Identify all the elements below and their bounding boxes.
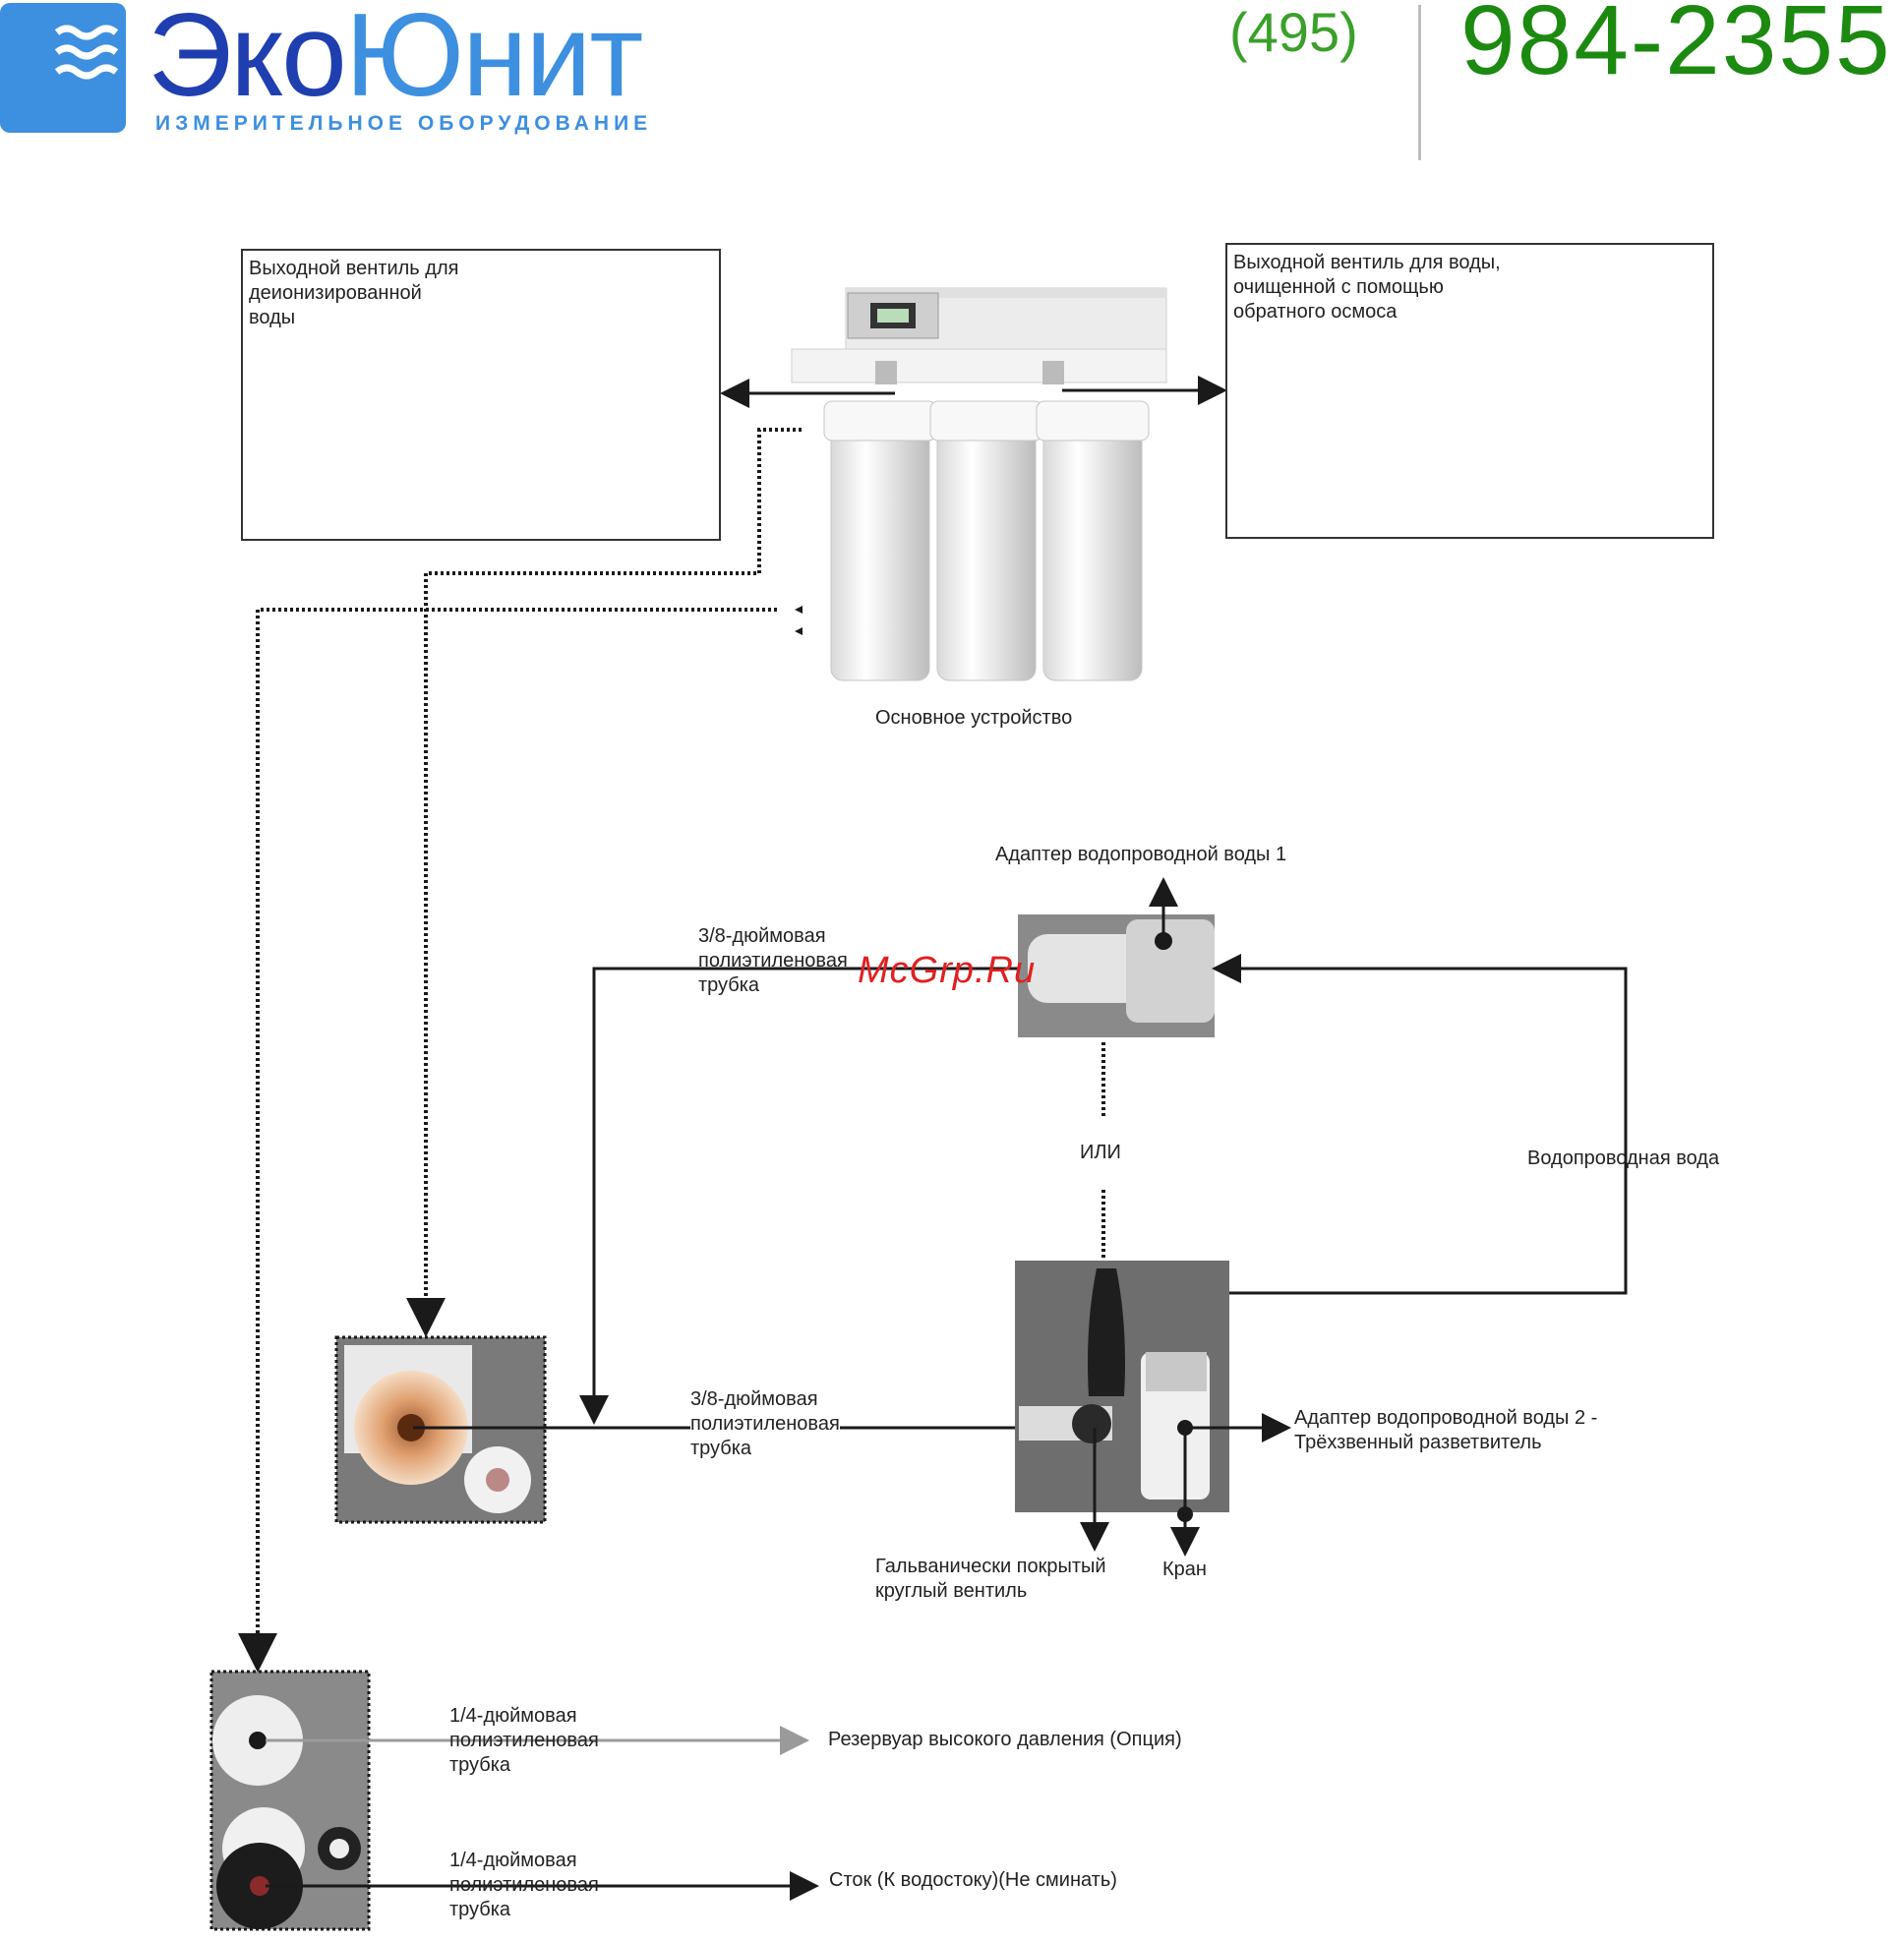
tube-38-top-label: 3/8-дюймовая полиэтиленовая трубка (698, 925, 848, 996)
or-label: ИЛИ (1080, 1142, 1121, 1163)
tank-label: Резервуар высокого давления (Опция) (828, 1729, 1182, 1750)
main-unit (791, 287, 1167, 681)
faucet-label: Кран (1162, 1559, 1207, 1580)
phone-code: (495) (1229, 1, 1358, 63)
outlet-ro-label: Выходной вентиль для воды, очищенной с п… (1233, 252, 1501, 323)
tube-14-bottom-label: 1/4-дюймовая полиэтиленовая трубка (449, 1850, 599, 1920)
outlet-ro-box: Выходной вентиль для воды, очищенной с п… (1225, 243, 1714, 539)
main-unit-label: Основное устройство (875, 707, 1073, 729)
inlet-photo (334, 1335, 547, 1524)
galvanized-valve-label: Гальванически покрытый круглый вентиль (875, 1556, 1106, 1602)
tube-14-top-label: 1/4-дюймовая полиэтиленовая трубка (449, 1705, 599, 1776)
adapter-1-label: Адаптер водопроводной воды 1 (995, 844, 1287, 865)
adapter-1-photo (1018, 914, 1215, 1037)
adapter-2-photo (1015, 1261, 1229, 1512)
adapter-2-label: Адаптер водопроводной воды 2 - Трёхзвенн… (1294, 1407, 1598, 1453)
outlet-photo (209, 1670, 371, 1931)
watermark: McGrp.Ru (858, 950, 1037, 991)
outlet-di-box: Выходной вентиль для деионизированной во… (241, 249, 721, 541)
tap-water-label: Водопроводная вода (1527, 1148, 1720, 1169)
drain-label: Сток (К водостоку)(Не сминать) (829, 1869, 1117, 1891)
tube-38-mid-label: 3/8-дюймовая полиэтиленовая трубка (690, 1387, 840, 1461)
phone-number: 984-2355 (1460, 0, 1892, 95)
logo-subtitle: ИЗМЕРИТЕЛЬНОЕ ОБОРУДОВАНИЕ (155, 112, 653, 135)
logo-name: ЭкоЮнит (148, 0, 643, 121)
phone-divider (1418, 5, 1421, 160)
logo-icon (0, 3, 126, 133)
outlet-di-label: Выходной вентиль для деионизированной во… (249, 258, 459, 328)
